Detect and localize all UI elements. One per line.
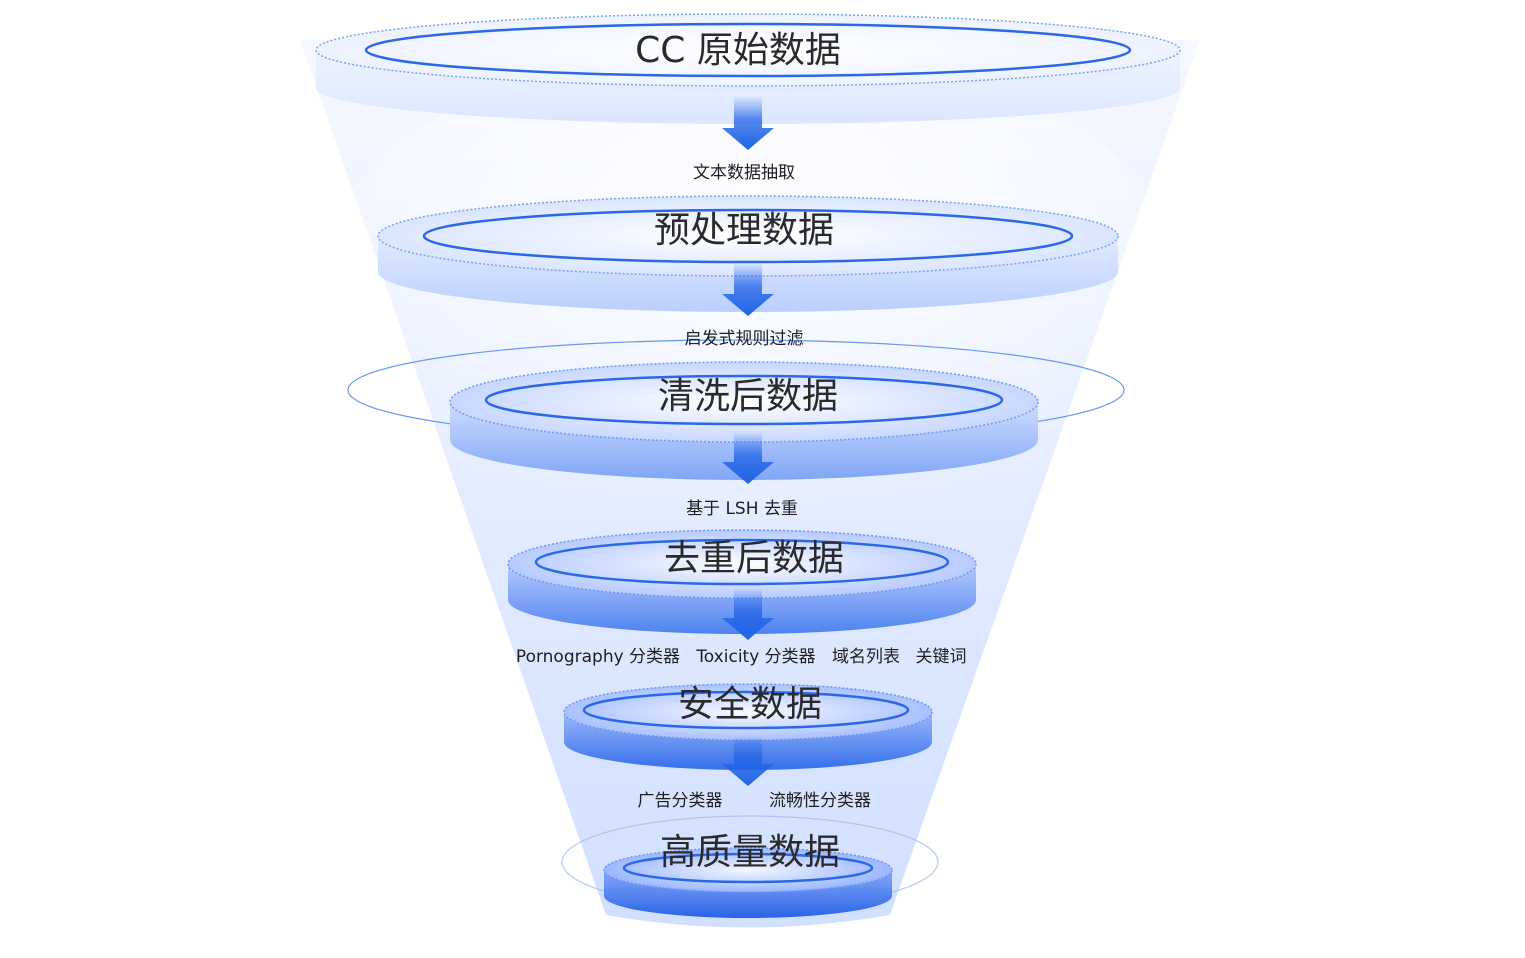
stage-label: 预处理数据 (654, 210, 834, 251)
stage-label: 去重后数据 (664, 538, 844, 579)
flow-arrow (722, 432, 774, 484)
stage-label: CC 原始数据 (635, 30, 841, 71)
stage-disc-safe: 安全数据 (563, 683, 933, 786)
flow-arrow (722, 588, 774, 640)
flow-arrow (722, 262, 774, 316)
step-label-ad-classifier: 广告分类器 (638, 791, 723, 811)
step-label-lsh-dedup: 基于 LSH 去重 (686, 499, 798, 519)
stage-label: 清洗后数据 (658, 376, 838, 417)
stage-disc-inner-ring (534, 538, 950, 586)
stage-disc-cleaned: 清洗后数据 (449, 361, 1039, 484)
stage-disc-raw: CC 原始数据 (315, 13, 1181, 150)
step-label-pornography-classifier: Pornography 分类器 (516, 647, 680, 667)
stage-disc-inner-ring (484, 374, 1004, 426)
stage-disc-top (316, 14, 1180, 86)
stage-disc-high-quality: 高质量数据 (603, 832, 893, 918)
stage-disc-top (450, 362, 1038, 442)
stage-disc-band (450, 402, 1038, 480)
flow-arrow (722, 736, 774, 786)
step-labels-quality-filters: 广告分类器 流畅性分类器 (638, 791, 872, 811)
step-label-fluency-classifier: 流畅性分类器 (769, 791, 871, 811)
step-label-text-extraction: 文本数据抽取 (693, 163, 795, 183)
stage-disc-top (378, 196, 1118, 276)
step-label-toxicity-classifier: Toxicity 分类器 (695, 647, 815, 667)
stage-disc-top (604, 848, 892, 892)
step-label-keywords: 关键词 (916, 647, 967, 667)
stage-disc-inner-ring (582, 690, 910, 730)
stage-disc-edge (603, 847, 893, 893)
stage-disc-edge (315, 13, 1181, 87)
step-labels-safety-filters: Pornography 分类器 Toxicity 分类器 域名列表 关键词 (516, 647, 967, 667)
stage-label: 安全数据 (678, 684, 822, 725)
stage-label: 高质量数据 (660, 832, 840, 873)
stage-disc-preprocessed: 预处理数据 (377, 195, 1119, 316)
stage-disc-inner-ring (622, 852, 874, 884)
stage-disc-deduplicated: 去重后数据 (507, 529, 977, 640)
step-label-domain-list: 域名列表 (832, 647, 900, 667)
step-label-heuristic-filter: 启发式规则过滤 (685, 329, 804, 349)
stage-disc-band (316, 50, 1180, 124)
stage-disc-band (604, 870, 892, 918)
flow-arrow (722, 96, 774, 150)
stage-disc-inner-ring (364, 22, 1132, 78)
stage-disc-band (378, 236, 1118, 312)
